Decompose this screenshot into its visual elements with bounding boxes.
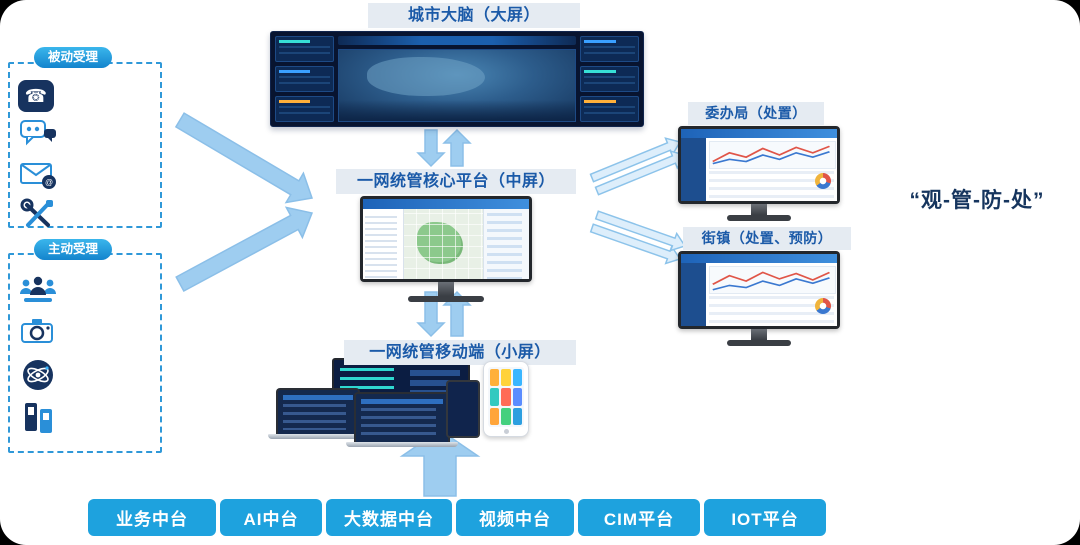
app-icon xyxy=(512,369,522,387)
app-icon xyxy=(512,407,522,425)
core-dashboard-map xyxy=(403,209,484,279)
bureau-dashboard xyxy=(681,129,837,201)
flow-arrow xyxy=(589,223,682,265)
camera-icon xyxy=(21,319,53,343)
core-dashboard-list xyxy=(363,209,404,279)
platform-chip-video: 视频中台 xyxy=(456,499,574,536)
mini-line-chart xyxy=(708,141,836,169)
slogan-guan-guan-fang-chu: “观-管-防-处” xyxy=(909,189,1045,212)
big-screen-panel xyxy=(275,36,334,62)
tools-icon xyxy=(20,198,53,227)
laptop-screen xyxy=(354,392,450,442)
monitor-stand xyxy=(751,204,767,215)
big-screen-left-panels xyxy=(273,34,336,124)
laptop-base xyxy=(346,442,458,447)
monitor-base xyxy=(408,296,484,302)
big-screen-panel xyxy=(580,36,639,62)
mini-data-rows xyxy=(708,296,834,323)
platform-chip-bigdata: 大数据中台 xyxy=(326,499,452,536)
meeting-icon xyxy=(20,276,56,302)
app-icon xyxy=(512,388,522,406)
label-core-platform: 一网统管核心平台（中屏） xyxy=(336,169,576,194)
bureau-dashboard-body xyxy=(681,138,837,201)
kiosk-terminal-icon xyxy=(25,403,52,433)
big-screen-panel xyxy=(580,96,639,122)
core-dashboard-table xyxy=(483,209,529,279)
platform-bar: 业务中台 AI中台 大数据中台 视频中台 CIM平台 IOT平台 xyxy=(88,499,826,536)
street-monitor xyxy=(678,251,840,346)
street-dashboard-main xyxy=(706,263,837,326)
app-icon xyxy=(490,369,500,387)
monitor-base xyxy=(727,215,791,221)
bureau-dashboard-header xyxy=(681,129,837,138)
monitor-screen xyxy=(678,251,840,329)
smartphone-app-grid xyxy=(488,367,524,427)
laptop-right xyxy=(346,392,458,447)
flow-arrow xyxy=(416,129,446,168)
hotline-phone-icon: ☎ xyxy=(18,80,54,112)
monitor-base xyxy=(727,340,791,346)
core-dashboard-header xyxy=(363,199,529,209)
flow-arrow xyxy=(594,210,687,252)
app-icon xyxy=(490,407,500,425)
app-icon xyxy=(501,388,511,406)
bureau-dashboard-sidebar xyxy=(681,138,706,201)
app-icon xyxy=(501,407,511,425)
mini-donut-chart xyxy=(815,173,831,189)
mini-data-rows xyxy=(708,171,834,198)
big-screen-panel xyxy=(580,66,639,92)
label-city-brain-big-screen: 城市大脑（大屏） xyxy=(368,3,580,28)
bureau-dashboard-main xyxy=(706,138,837,201)
label-bureau: 委办局（处置） xyxy=(688,102,824,125)
big-screen-title-bar xyxy=(337,36,577,45)
flow-arrow xyxy=(594,150,687,196)
app-icon xyxy=(490,388,500,406)
monitor-screen xyxy=(360,196,532,282)
laptop-base xyxy=(268,434,368,439)
group-title-active-intake: 主动受理 xyxy=(34,239,112,260)
street-dashboard-body xyxy=(681,263,837,326)
platform-chip-iot: IOT平台 xyxy=(704,499,826,536)
laptop-screen xyxy=(276,388,360,434)
mail-icon: @ xyxy=(20,163,56,189)
chat-people-icon xyxy=(20,120,56,146)
flow-arrow xyxy=(442,128,472,167)
mini-donut-chart xyxy=(815,298,831,314)
big-screen-map-column xyxy=(336,34,579,124)
core-dashboard-body xyxy=(363,209,529,279)
tablet xyxy=(446,380,480,438)
city-brain-dashboard-screen xyxy=(270,31,644,127)
street-dashboard-header xyxy=(681,254,837,263)
smartphone xyxy=(483,361,529,437)
monitor-stand xyxy=(751,329,767,340)
big-screen-right-panels xyxy=(578,34,641,124)
svg-text:@: @ xyxy=(45,178,53,187)
monitor-screen xyxy=(678,126,840,204)
phone-glyph: ☎ xyxy=(24,85,48,106)
label-mobile-client: 一网统管移动端（小屏） xyxy=(344,340,576,365)
label-street-town: 街镇（处置、预防） xyxy=(683,227,851,250)
atom-sensing-icon xyxy=(23,360,53,390)
flow-arrow xyxy=(175,206,314,293)
bureau-monitor xyxy=(678,126,840,221)
core-platform-monitor xyxy=(360,196,532,302)
platform-chip-cim: CIM平台 xyxy=(578,499,700,536)
platform-chip-ai: AI中台 xyxy=(220,499,322,536)
big-screen-city-map xyxy=(337,49,577,122)
app-icon xyxy=(501,369,511,387)
big-screen-panel xyxy=(275,96,334,122)
flow-arrow xyxy=(589,137,682,183)
street-dashboard xyxy=(681,254,837,326)
platform-chip-business: 业务中台 xyxy=(88,499,216,536)
big-screen-panel xyxy=(275,66,334,92)
core-dashboard xyxy=(363,199,529,279)
laptop-left xyxy=(268,388,368,439)
street-dashboard-sidebar xyxy=(681,263,706,326)
group-title-passive-intake: 被动受理 xyxy=(34,47,112,68)
mini-line-chart xyxy=(708,266,836,294)
monitor-stand xyxy=(438,282,454,296)
